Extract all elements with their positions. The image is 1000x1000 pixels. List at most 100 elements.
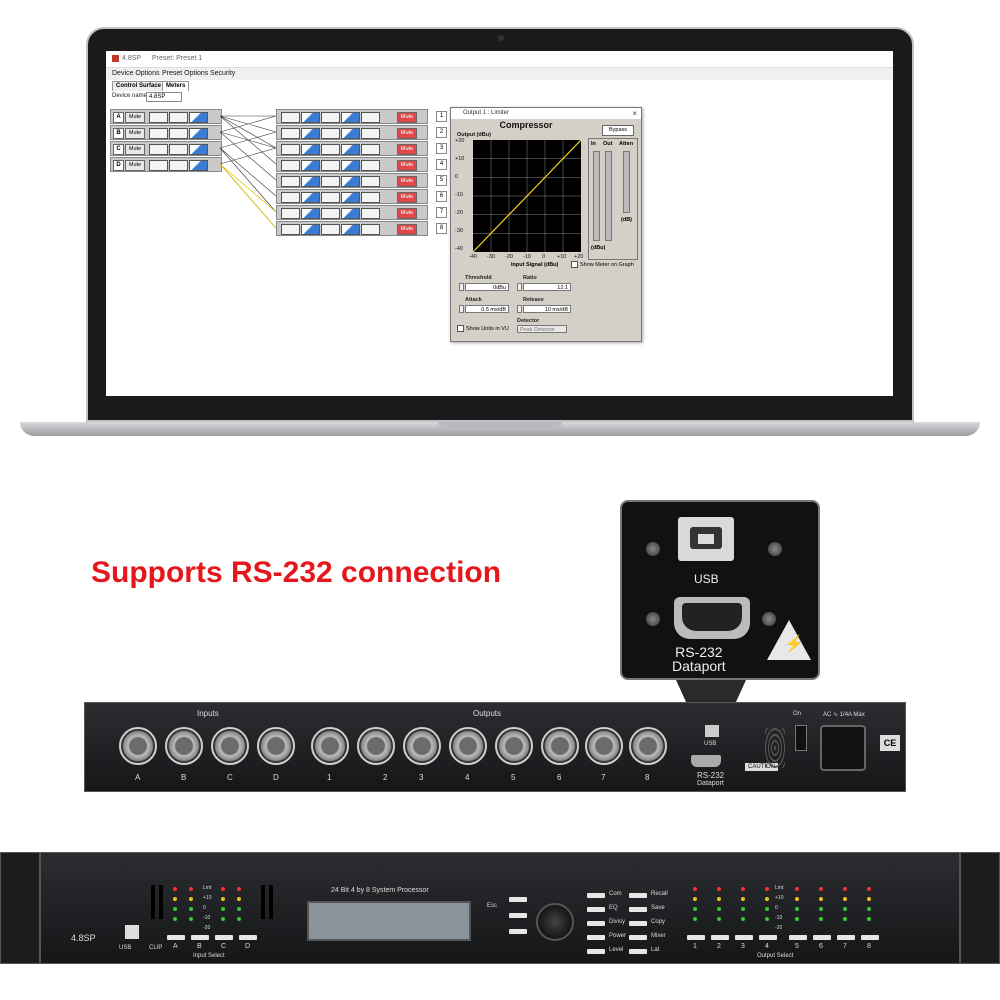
input-select-d-button[interactable] — [239, 935, 257, 940]
menu-device-options[interactable]: Device Options — [112, 70, 160, 77]
module-filter[interactable] — [189, 112, 208, 123]
module-eq[interactable] — [321, 112, 340, 123]
output-select-4-button[interactable] — [759, 935, 777, 940]
module-filter[interactable] — [301, 224, 320, 235]
input-select-a-button[interactable] — [167, 935, 185, 940]
output-strip-2[interactable]: Mute — [276, 125, 428, 140]
input-strip-b[interactable]: B Mute — [110, 125, 222, 140]
mute-button[interactable]: Mute — [397, 128, 417, 139]
release-field[interactable]: 10 ms/dB — [523, 305, 571, 313]
output-strip-5[interactable]: Mute — [276, 173, 428, 188]
module-delay[interactable] — [341, 144, 360, 155]
show-units-checkbox[interactable]: Show Units in VU — [457, 325, 509, 332]
output-strip-6[interactable]: Mute — [276, 189, 428, 204]
mute-button[interactable]: Mute — [397, 144, 417, 155]
detector-select[interactable]: Peak Detector — [517, 325, 567, 333]
module-gain[interactable] — [281, 192, 300, 203]
device-name-input[interactable]: 4.8SP — [146, 92, 182, 102]
data-wheel-knob[interactable] — [536, 903, 574, 941]
module-eq[interactable] — [321, 144, 340, 155]
tab-meters[interactable]: Meters — [162, 81, 190, 91]
output-select-1-button[interactable] — [687, 935, 705, 940]
bypass-button[interactable]: Bypass — [602, 125, 634, 136]
module-limiter[interactable] — [361, 112, 380, 123]
module-gain[interactable] — [149, 160, 168, 171]
ratio-spinner-icon[interactable] — [517, 283, 522, 291]
module-eq[interactable] — [321, 128, 340, 139]
module-delay[interactable] — [341, 160, 360, 171]
checkbox-icon[interactable] — [571, 261, 578, 268]
attack-spinner-icon[interactable] — [459, 305, 464, 313]
mute-button[interactable]: Mute — [125, 128, 145, 139]
module-eq[interactable] — [321, 160, 340, 171]
module-filter[interactable] — [189, 160, 208, 171]
ratio-field[interactable]: 12:1 — [523, 283, 571, 291]
eq-button[interactable] — [587, 907, 605, 912]
menu-security[interactable]: Security — [210, 70, 236, 77]
module-limiter[interactable] — [361, 208, 380, 219]
output-select-5-button[interactable] — [789, 935, 807, 940]
nav-button[interactable] — [509, 897, 527, 902]
module-limiter[interactable] — [361, 176, 380, 187]
module-gain[interactable] — [281, 144, 300, 155]
module-eq[interactable] — [169, 144, 188, 155]
save-button[interactable] — [629, 907, 647, 912]
threshold-field[interactable]: 0dBu — [465, 283, 509, 291]
module-limiter[interactable] — [361, 192, 380, 203]
module-filter[interactable] — [301, 160, 320, 171]
esc-button[interactable] — [509, 913, 527, 918]
input-strip-a[interactable]: A Mute — [110, 109, 222, 124]
output-strip-3[interactable]: Mute — [276, 141, 428, 156]
output-strip-1[interactable]: Mute — [276, 109, 428, 124]
module-filter[interactable] — [189, 128, 208, 139]
module-filter[interactable] — [301, 176, 320, 187]
output-select-8-button[interactable] — [861, 935, 879, 940]
output-select-6-button[interactable] — [813, 935, 831, 940]
mute-button[interactable]: Mute — [125, 160, 145, 171]
module-delay[interactable] — [341, 208, 360, 219]
output-strip-4[interactable]: Mute — [276, 157, 428, 172]
output-select-7-button[interactable] — [837, 935, 855, 940]
module-eq[interactable] — [321, 224, 340, 235]
module-gain[interactable] — [281, 224, 300, 235]
module-filter[interactable] — [301, 192, 320, 203]
module-limiter[interactable] — [361, 224, 380, 235]
output-select-2-button[interactable] — [711, 935, 729, 940]
module-eq[interactable] — [169, 112, 188, 123]
module-limiter[interactable] — [361, 128, 380, 139]
com-button[interactable] — [587, 893, 605, 898]
mute-button[interactable]: Mute — [397, 208, 417, 219]
mute-button[interactable]: Mute — [397, 112, 417, 123]
menu-preset-options[interactable]: Preset Options — [162, 70, 209, 77]
module-gain[interactable] — [281, 160, 300, 171]
nav-button[interactable] — [509, 929, 527, 934]
mute-button[interactable]: Mute — [397, 160, 417, 171]
mute-button[interactable]: Mute — [397, 176, 417, 187]
level-button[interactable] — [587, 949, 605, 954]
show-meter-checkbox[interactable]: Show Meter on Graph — [571, 261, 634, 268]
tab-control-surface[interactable]: Control Surface — [112, 81, 166, 91]
input-select-c-button[interactable] — [215, 935, 233, 940]
input-select-b-button[interactable] — [191, 935, 209, 940]
module-limiter[interactable] — [361, 160, 380, 171]
mixer-button[interactable] — [629, 935, 647, 940]
close-icon[interactable]: × — [632, 109, 637, 118]
module-filter[interactable] — [301, 112, 320, 123]
module-filter[interactable] — [301, 208, 320, 219]
module-delay[interactable] — [341, 128, 360, 139]
copy-button[interactable] — [629, 921, 647, 926]
module-limiter[interactable] — [361, 144, 380, 155]
module-gain[interactable] — [149, 112, 168, 123]
module-gain[interactable] — [281, 176, 300, 187]
module-gain[interactable] — [281, 208, 300, 219]
module-eq[interactable] — [321, 176, 340, 187]
module-delay[interactable] — [341, 176, 360, 187]
mute-button[interactable]: Mute — [125, 112, 145, 123]
module-gain[interactable] — [281, 128, 300, 139]
module-eq[interactable] — [169, 128, 188, 139]
compressor-graph[interactable] — [473, 140, 581, 252]
lat-button[interactable] — [629, 949, 647, 954]
input-strip-c[interactable]: C Mute — [110, 141, 222, 156]
module-filter[interactable] — [301, 144, 320, 155]
mute-button[interactable]: Mute — [397, 224, 417, 235]
